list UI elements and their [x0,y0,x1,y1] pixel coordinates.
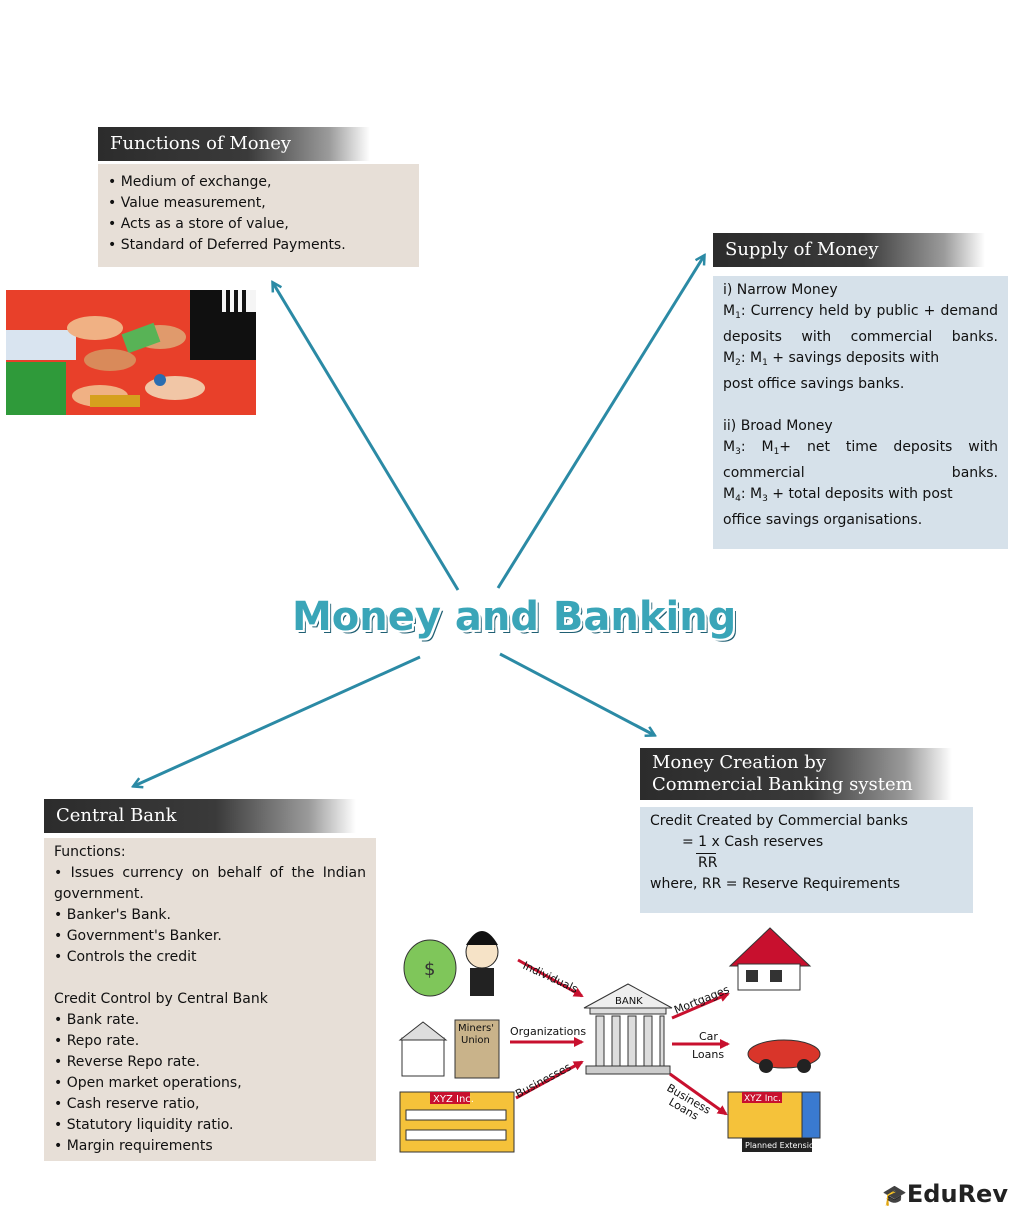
list-item: • Cash reserve ratio, [54,1096,200,1112]
central-box: Functions: • Issues currency on behalf o… [44,838,376,1161]
miners-label: Miners' [458,1023,494,1034]
xyz2-label: XYZ Inc. [744,1094,781,1104]
list-item: • Bank rate. [54,1012,140,1028]
brand-logo: 🎓EduRev [882,1180,1008,1208]
creation-header-line1: Money Creation by [652,752,826,773]
functions-header: Functions of Money [98,127,370,161]
car-loans-label: Loans [692,1048,724,1061]
list-item: • Repo rate. [54,1033,140,1049]
house-icon [728,927,812,991]
list-item: • Controls the credit [54,949,197,965]
svg-text:$: $ [424,959,435,980]
bank-icon: BANK [583,983,673,1075]
list-item: • Acts as a store of value, [108,216,289,232]
creation-formula-denominator: RR [696,853,718,871]
list-item: • Standard of Deferred Payments. [108,237,346,253]
mortgages-label: Mortgages [672,983,731,1017]
m2-definition: M2: M1 + savings deposits with [723,350,940,368]
arrow-to-supply [496,256,704,589]
union-label: Union [461,1035,490,1046]
creation-header: Money Creation by Commercial Banking sys… [640,748,952,800]
creation-box: Credit Created by Commercial banks = 1 x… [640,807,973,913]
creation-formula-note: where, RR = Reserve Requirements [650,876,901,892]
businesses-label: Businesses [513,1060,573,1100]
arrow-to-central [134,655,421,786]
m4-definition: M4: M3 + total deposits with post [723,486,953,504]
car-icon [747,1039,821,1073]
m4-definition-cont: office savings organisations. [723,512,923,528]
money-bag-icon: $ [403,931,499,997]
creation-header-line2: Commercial Banking system [652,774,913,795]
page-title: Money and Banking [292,594,737,640]
arrow-to-creation [499,652,654,735]
organization-buildings-icon: Miners' Union [398,1019,500,1079]
supply-header: Supply of Money [713,233,985,267]
m1-definition: M1: Currency held by public + demand dep… [723,303,998,345]
graduation-cap-icon: 🎓 [882,1183,907,1207]
list-item: • Open market operations, [54,1075,242,1091]
list-item: • Statutory liquidity ratio. [54,1117,234,1133]
list-item: • Issues currency on behalf of the India… [54,865,366,902]
arrow-to-functions [273,283,460,591]
broad-money-title: ii) Broad Money [723,418,833,434]
creation-formula-numerator: = 1 x Cash reserves [682,834,824,850]
central-header: Central Bank [44,799,356,833]
central-functions-title: Functions: [54,844,126,860]
xyz-label: XYZ Inc. [433,1094,474,1105]
business-building-icon: XYZ Inc. [399,1091,515,1153]
list-item: • Reverse Repo rate. [54,1054,200,1070]
list-item: • Banker's Bank. [54,907,171,923]
organizations-label: Organizations [510,1025,586,1038]
functions-box: • Medium of exchange, • Value measuremen… [98,164,419,267]
planned-extension-building-icon: XYZ Inc. Planned Extension [727,1091,821,1152]
list-item: • Value measurement, [108,195,266,211]
car-label: Car [699,1030,718,1043]
list-item: • Margin requirements [54,1138,213,1154]
supply-box: i) Narrow Money M1: Currency held by pub… [713,276,1008,549]
bank-label: BANK [615,996,643,1007]
creation-formula-title: Credit Created by Commercial banks [650,813,908,829]
list-item: • Medium of exchange, [108,174,272,190]
individuals-label: Individuals [521,959,580,996]
planned-label: Planned Extension [745,1141,819,1150]
m2-definition-cont: post office savings banks. [723,376,905,392]
narrow-money-title: i) Narrow Money [723,282,838,298]
credit-control-title: Credit Control by Central Bank [54,991,268,1007]
m3-definition: M3: M1+ net time deposits with commercia… [723,439,998,481]
list-item: • Government's Banker. [54,928,222,944]
